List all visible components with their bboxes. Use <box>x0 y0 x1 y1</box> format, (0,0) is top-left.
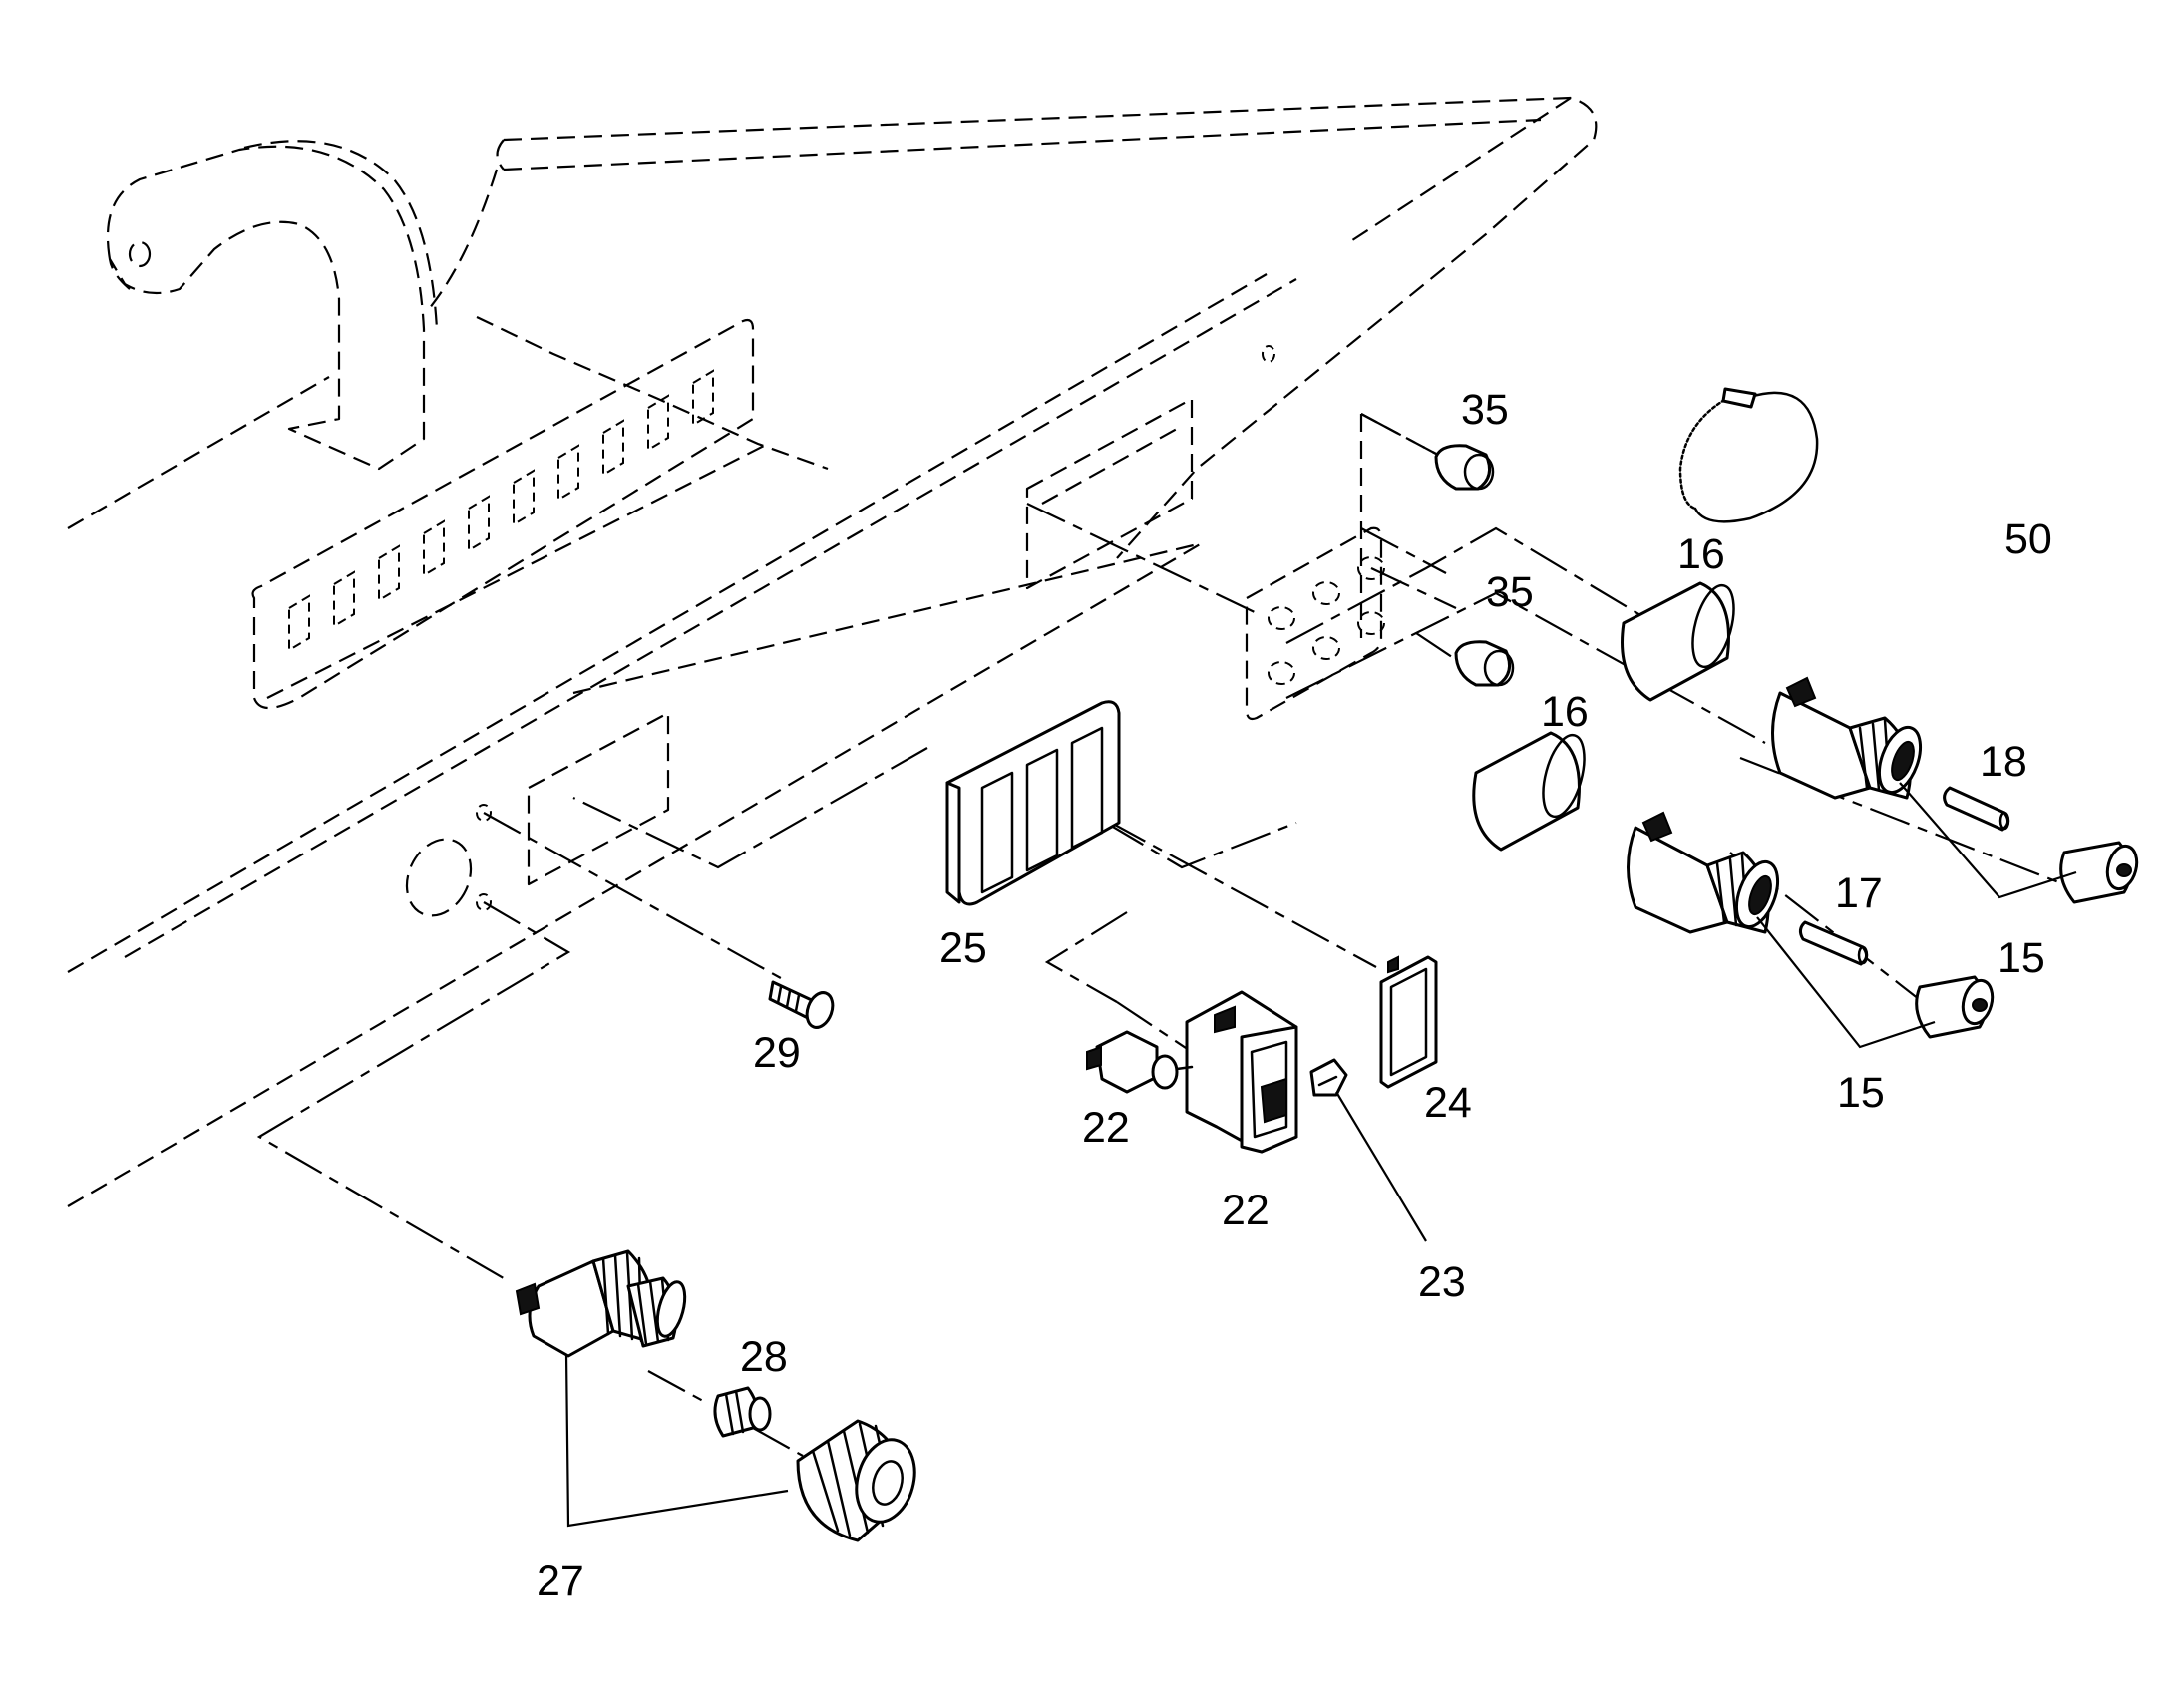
assembly-lines <box>256 413 2085 1457</box>
fuse-cap-15-lower <box>1915 975 1995 1039</box>
lens-23 <box>1309 1058 1348 1097</box>
callout-15-lower: 15 <box>1837 1069 1885 1117</box>
screw-29 <box>768 980 835 1029</box>
fuse-holder-15-lower <box>1627 811 1780 934</box>
fuse-17 <box>1798 920 1869 966</box>
callout-17: 17 <box>1835 869 1883 917</box>
bulb-holder-22 <box>1086 1030 1194 1094</box>
callout-50: 50 <box>2004 515 2052 563</box>
ring-50 <box>1678 387 1819 523</box>
label-plate-24 <box>1379 955 1438 1089</box>
callout-35-upper: 35 <box>1461 386 1509 434</box>
callout-27: 27 <box>537 1557 584 1605</box>
callout-29: 29 <box>753 1029 801 1077</box>
callout-16-lower: 16 <box>1541 688 1589 736</box>
callout-15-upper: 15 <box>1998 934 2045 982</box>
switch-frame-25 <box>945 700 1121 906</box>
leader-lines <box>564 782 2077 1528</box>
fuse-18 <box>1943 786 2010 832</box>
knob-cap-27 <box>796 1419 916 1542</box>
bulb-28 <box>713 1386 772 1438</box>
fuse-cap-15-upper <box>2059 841 2139 904</box>
callout-22-lower: 22 <box>1222 1187 1270 1234</box>
callout-24: 24 <box>1424 1079 1472 1127</box>
rocker-switch-22 <box>1185 990 1298 1154</box>
sleeve-16-upper <box>1621 581 1735 702</box>
fuse-holder-15-upper <box>1771 676 1923 800</box>
callout-28: 28 <box>740 1333 788 1381</box>
callout-labels: 35 35 16 16 50 18 17 15 15 25 24 29 22 2… <box>537 386 2052 1605</box>
callout-25: 25 <box>939 924 987 972</box>
callout-35-lower: 35 <box>1486 568 1534 616</box>
switch-slot-openings <box>288 369 714 652</box>
sleeve-16-lower <box>1472 731 1586 852</box>
plug-35-lower <box>1454 640 1515 687</box>
callout-22-left: 22 <box>1082 1104 1130 1152</box>
callout-18: 18 <box>1980 738 2027 786</box>
dashboard-frame-outline <box>67 96 1598 1207</box>
callout-23: 23 <box>1418 1258 1466 1306</box>
callout-16-upper: 16 <box>1677 530 1725 578</box>
indicator-housing-27 <box>515 1249 687 1358</box>
plug-35-upper <box>1434 444 1495 491</box>
